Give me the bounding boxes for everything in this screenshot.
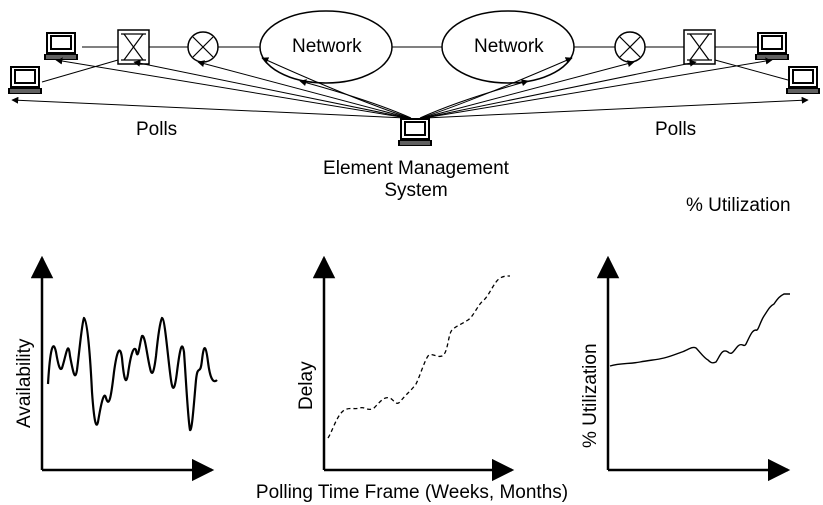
right-switch-icon [683,29,716,65]
left-switch-icon [117,29,150,65]
right-terminal-bottom-icon [786,66,820,95]
left-multiplexer-icon [187,31,219,63]
poll-lines-left [11,57,412,119]
ems-label-line2: System [384,180,448,201]
right-multiplexer-icon [614,31,646,63]
left-terminal-bottom-icon [8,66,42,95]
chart2-delay-curve [327,275,511,439]
chart2-ylabel: Delay [296,361,317,410]
chart1-availability-curve [46,316,218,432]
poll-lines-right [419,57,809,119]
chart1-axes [30,255,215,482]
utilization-note: % Utilization [686,195,791,216]
chart1-ylabel: Availability [14,338,35,428]
network-label-right: Network [474,36,544,57]
left-terminal-top-icon [44,32,78,61]
chart2-axes [312,255,515,482]
ems-label: Element Management System [306,158,526,202]
network-cloud-left [259,10,393,84]
polls-label-right: Polls [655,119,697,140]
network-label-left: Network [292,36,362,57]
x-axis-label: Polling Time Frame (Weeks, Months) [255,482,569,503]
chart3-utilization-curve [609,293,790,367]
ems-terminal-icon [398,118,432,147]
chart3-axes [596,255,791,482]
polls-label-left: Polls [136,119,178,140]
network-cloud-right [441,10,575,84]
ems-label-line1: Element Management [323,158,509,179]
right-terminal-top-icon [755,32,789,61]
chart3-ylabel: % Utilization [580,343,601,448]
